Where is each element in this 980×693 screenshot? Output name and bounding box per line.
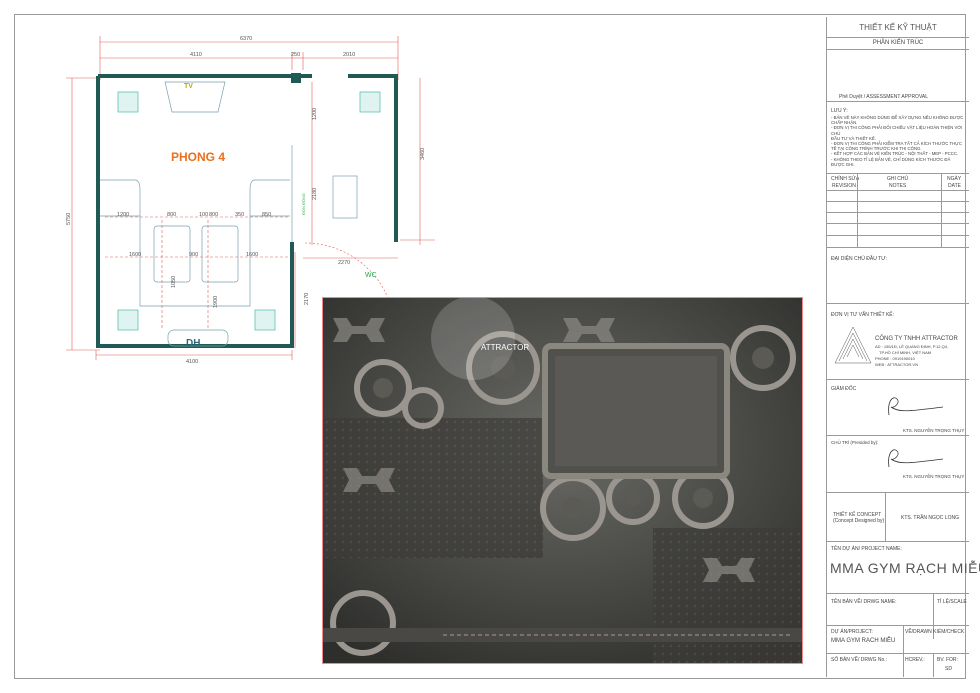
hcrev-label: HCREV.: bbox=[905, 657, 925, 663]
dim-2270: 2270 bbox=[338, 260, 350, 266]
dim-v5: 2170 bbox=[304, 293, 310, 305]
rev-col3-b: DATE bbox=[948, 183, 961, 189]
company-address-2: TP.HỒ CHÍ MINH, VIỆT NAM bbox=[879, 350, 932, 355]
dim-row2-a: 1600 bbox=[129, 252, 141, 258]
door-label: ĐÓN ĐỒNG bbox=[301, 193, 306, 215]
note-line: - ĐƠN VỊ THI CÔNG PHẢI ĐỐI CHIẾU VẬT LIỆ… bbox=[831, 125, 963, 136]
dim-row1-b: 800 bbox=[167, 212, 176, 218]
dim-top-total: 6370 bbox=[240, 36, 252, 42]
concept-name: KTS. TRẦN NGỌC LONG bbox=[901, 515, 959, 521]
notes-list: - BẢN VẼ NÀY KHÔNG DÙNG ĐỂ XÂY DỰNG NẾU … bbox=[831, 115, 968, 167]
consultant-label: ĐƠN VỊ TƯ VẤN THIẾT KẾ: bbox=[831, 312, 895, 318]
concept-label-a: THIẾT KẾ CONCEPT bbox=[833, 512, 882, 518]
owner-rep-label: ĐẠI DIỆN CHỦ ĐẦU TƯ: bbox=[831, 256, 887, 262]
dim-row1-c: 100 bbox=[199, 212, 208, 218]
presided-signature bbox=[888, 449, 944, 468]
concept-label-b: (Concept Designed by) bbox=[833, 518, 885, 524]
note-line: - ĐƠN VỊ THI CÔNG PHẢI KIỂM TRA TẤT CẢ K… bbox=[831, 141, 962, 147]
title-block: THIẾT KẾ KỸ THUẬT PHẦN KIẾN TRÚC Phê Duy… bbox=[826, 17, 980, 677]
company-phone: PHONE : 0919190010 bbox=[875, 356, 915, 361]
dim-v4: 1900 bbox=[213, 296, 219, 308]
dh-label: DH bbox=[186, 338, 200, 349]
company-web: WEB : ATTRACTOR.VN bbox=[875, 362, 918, 367]
note-line: - BẢN VẼ NÀY KHÔNG DÙNG ĐỂ XÂY DỰNG NẾU … bbox=[831, 115, 964, 120]
title-block-header: THIẾT KẾ KỸ THUẬT bbox=[859, 23, 937, 32]
drawing-sheet-border bbox=[14, 14, 966, 679]
drawing-number-label: SỐ BẢN VẼ/ DRWG No.: bbox=[831, 657, 888, 663]
note-line: CHẤP NHẬN. bbox=[831, 120, 858, 126]
rev-col2-b: NOTES bbox=[889, 183, 907, 189]
dim-right: 3460 bbox=[420, 148, 426, 160]
project-name: MMA GYM RẠCH MIỄU bbox=[830, 560, 980, 576]
rev-col1-a: CHỈNH SỬA bbox=[831, 176, 860, 182]
tv-label: TV bbox=[184, 83, 193, 90]
dim-bottom: 4100 bbox=[186, 359, 198, 365]
bv-for-label: BV. FOR: bbox=[937, 657, 958, 663]
project-name-label: TÊN DỰ ÁN/ PROJECT NAME: bbox=[831, 546, 902, 552]
rev-col1-b: REVISION bbox=[832, 183, 856, 189]
attractor-logo-icon bbox=[834, 326, 872, 364]
approval-label: Phê Duyệt / ASSESSMENT APPROVAL bbox=[839, 94, 929, 100]
project-small-value: MMA GYM RẠCH MIỄU bbox=[831, 638, 896, 644]
dim-row1-a: 1200 bbox=[117, 212, 129, 218]
dim-top-right: 2010 bbox=[343, 52, 355, 58]
dim-top-mid: 250 bbox=[291, 52, 300, 58]
drawn-checked-label: VẼ/DRAWN KIỂM/CHECK bbox=[905, 629, 965, 635]
notes-title: LƯU Ý: bbox=[831, 108, 848, 114]
dim-v1: 1200 bbox=[312, 108, 318, 120]
gear-art: ATTRACTOR bbox=[323, 298, 802, 663]
director-label: GIÁM ĐỐC bbox=[831, 386, 857, 392]
director-signature bbox=[888, 397, 944, 416]
title-block-subheader: PHẦN KIẾN TRÚC bbox=[872, 40, 924, 46]
sd-value: SD bbox=[945, 666, 952, 672]
room-name: PHONG 4 bbox=[171, 150, 225, 164]
dim-row2-b: 900 bbox=[189, 252, 198, 258]
dim-v2: 2180 bbox=[312, 188, 318, 200]
company-address-1: AD : 155/1Đ, LÊ QUANG ĐỊNH, P.12,Q4, bbox=[875, 344, 949, 349]
dim-v3: 1050 bbox=[171, 276, 177, 288]
rev-col2-a: GHI CHÚ bbox=[887, 176, 909, 182]
note-line: ĐƯỢC GHI. bbox=[831, 161, 855, 167]
project-small-label: DỰ ÁN/PROJECT: bbox=[831, 629, 873, 635]
floor-plan: 6370 4110 250 2010 5750 3460 1200 800 10… bbox=[66, 36, 435, 365]
dim-left: 5750 bbox=[66, 213, 72, 225]
mood-image: ATTRACTOR bbox=[322, 297, 803, 664]
rev-col3-a: NGÀY bbox=[947, 176, 962, 182]
dim-top-left: 4110 bbox=[190, 52, 202, 58]
wc-label: WC bbox=[365, 272, 377, 279]
note-line: TẾ TẠI CÔNG TRÌNH TRƯỚC KHI THI CÔNG. bbox=[831, 146, 922, 152]
scale-label: TỈ LỆ/SCALE bbox=[937, 599, 967, 605]
dim-row1-d: 800 bbox=[209, 212, 218, 218]
note-line: - KHÔNG THEO TỈ LỆ BẢN VẼ, CHỈ DÙNG KÍCH… bbox=[831, 156, 951, 162]
company-name: CÔNG TY TNHH ATTRACTOR bbox=[875, 336, 958, 342]
dim-row2-c: 1600 bbox=[246, 252, 258, 258]
note-line: ĐẦU TƯ VÀ THIẾT KẾ. bbox=[831, 135, 876, 141]
director-name: KTS. NGUYỄN TRỌNG THỤY bbox=[903, 428, 965, 433]
drawing-name-label: TÊN BẢN VẼ/ DRWG NAME: bbox=[831, 599, 897, 605]
photo-watermark: ATTRACTOR bbox=[481, 343, 529, 352]
dim-row1-e: 350 bbox=[235, 212, 244, 218]
presided-label: CHỦ TRÌ (Presided by): bbox=[831, 440, 879, 445]
presided-name: KTS. NGUYỄN TRỌNG THỤY bbox=[903, 474, 965, 479]
dim-row1-f: 850 bbox=[262, 212, 271, 218]
note-line: - KẾT HỢP CÁC BẢN VẼ KIẾN TRÚC - NỘI THẤ… bbox=[831, 151, 959, 157]
